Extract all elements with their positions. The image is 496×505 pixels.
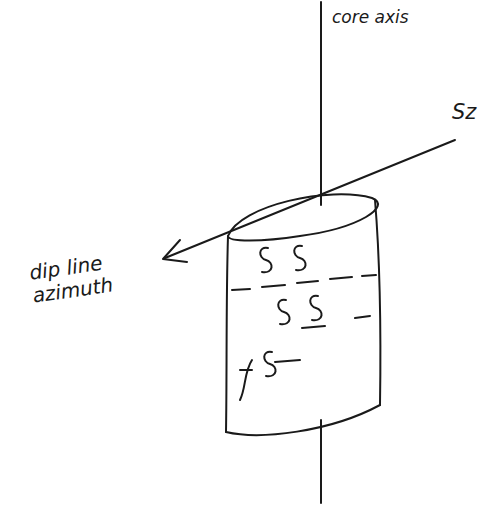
core-bottom [226, 405, 380, 435]
squiggle [294, 246, 305, 270]
squiggle [278, 300, 289, 324]
squiggle [240, 360, 252, 400]
squiggle [264, 352, 275, 376]
handwritten-label: Sz [452, 100, 476, 124]
core-axis-line [320, 420, 322, 503]
dip-line [165, 140, 455, 258]
squiggle [260, 248, 271, 272]
bedding-trace [232, 275, 376, 290]
handwritten-label: dip line azimuth [28, 245, 153, 307]
arrowhead [163, 240, 187, 262]
core-side [375, 200, 380, 405]
core-axis-line [320, 2, 322, 205]
bedding-trace [302, 316, 370, 328]
handwritten-label: core axis [332, 8, 409, 28]
squiggle [310, 296, 321, 320]
core-side [226, 236, 228, 432]
